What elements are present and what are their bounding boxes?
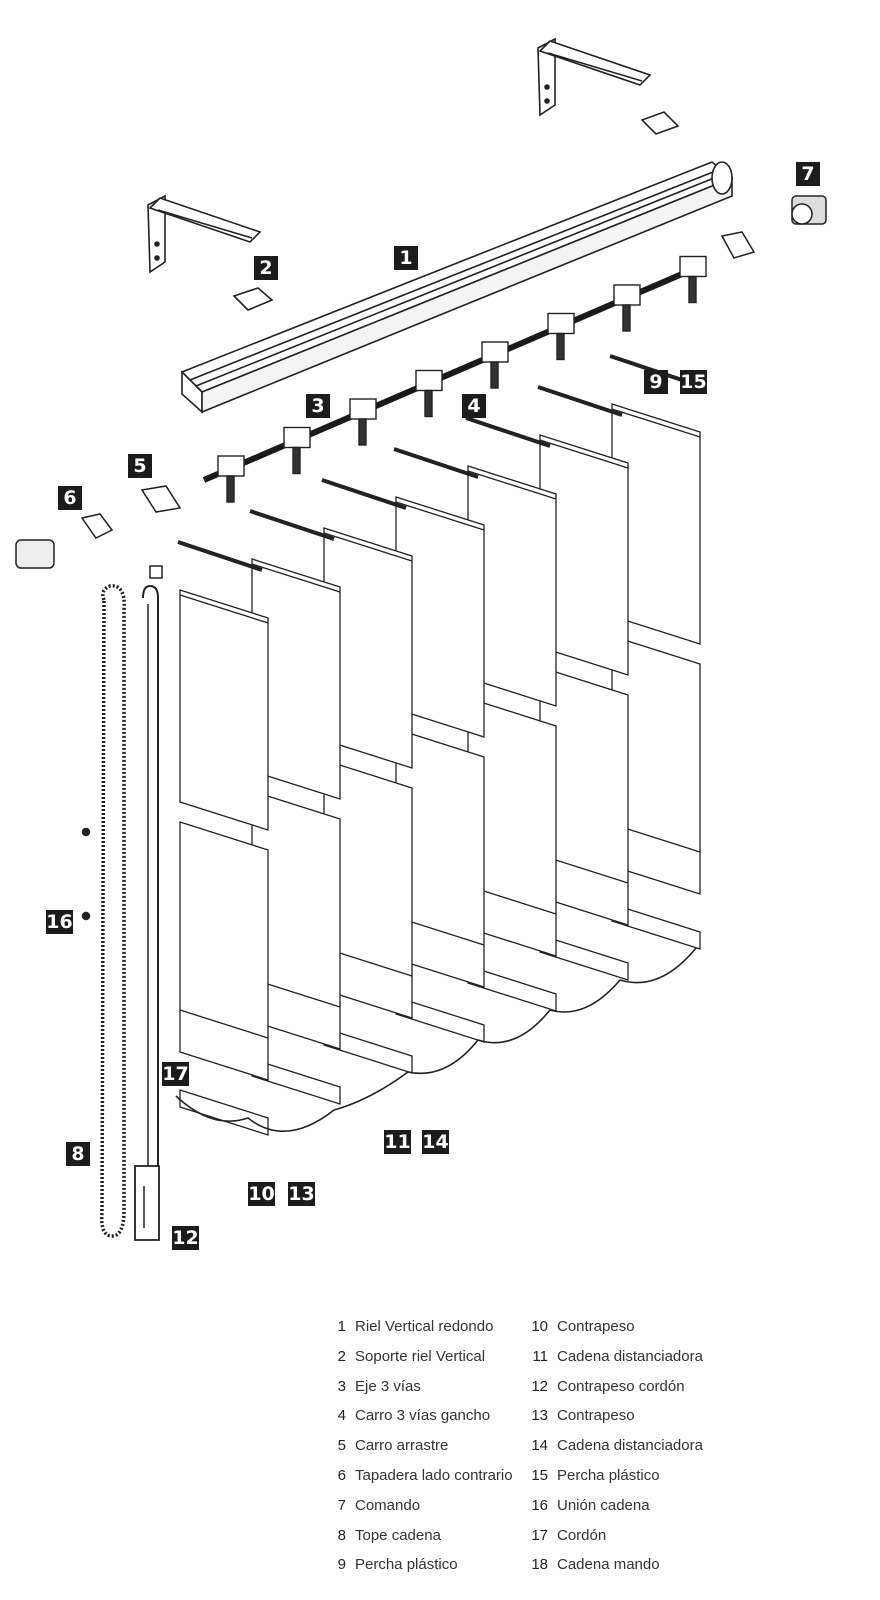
- legend-number: 13: [531, 1407, 548, 1425]
- legend-item: 17 Cordón: [524, 1521, 703, 1551]
- carrier: [415, 369, 443, 418]
- rail: [180, 161, 734, 414]
- legend-number: 5: [337, 1437, 346, 1455]
- legend-label: Carro arrastre: [355, 1437, 449, 1455]
- callout-14: 14: [422, 1130, 449, 1154]
- legend-item: 7 Comando: [322, 1491, 513, 1521]
- legend-label: Comando: [355, 1496, 421, 1514]
- legend-label: Tapadera lado contrario: [355, 1466, 513, 1484]
- legend-number: 6: [337, 1466, 346, 1484]
- legend-label: Tope cadena: [355, 1526, 441, 1544]
- callout-4: 4: [462, 394, 486, 418]
- legend-item: 9 Percha plástico: [322, 1550, 513, 1580]
- legend-label: Cordón: [557, 1526, 607, 1544]
- legend-number: 10: [531, 1318, 548, 1335]
- legend-label: Eje 3 vías: [355, 1377, 421, 1395]
- legend-item: 15 Percha plástico: [524, 1461, 703, 1491]
- legend-number: 11: [532, 1347, 548, 1365]
- callout-1: 1: [394, 246, 418, 270]
- bracket-left: [147, 194, 274, 311]
- callout-5: 5: [128, 454, 152, 478]
- callout-3: 3: [306, 394, 330, 418]
- legend-number: 4: [337, 1407, 346, 1425]
- slat: [537, 385, 629, 981]
- callout-17: 17: [162, 1062, 189, 1086]
- spacer-chain: [175, 947, 697, 1133]
- slat: [465, 416, 557, 1012]
- legend-number: 3: [337, 1377, 346, 1395]
- legend-number: 1: [337, 1318, 346, 1335]
- legend-item: 1 Riel Vertical redondo: [322, 1312, 513, 1342]
- legend-item: 10 Contrapeso: [524, 1312, 703, 1342]
- callout-6: 6: [58, 486, 82, 510]
- callout-15: 15: [680, 370, 707, 394]
- legend-item: 14 Cadena distanciadora: [524, 1431, 703, 1461]
- legend-number: 7: [337, 1496, 346, 1514]
- legend-item: 18 Cadena mando: [524, 1550, 703, 1580]
- carrier: [349, 398, 377, 446]
- legend-label: Contrapeso: [557, 1318, 635, 1335]
- legend-column-left: 1 Riel Vertical redondo 2 Soporte riel Vert…: [322, 1312, 513, 1580]
- legend-label: Unión cadena: [557, 1496, 650, 1514]
- parts-legend: 1 Riel Vertical redondo 2 Soporte riel Vert…: [0, 1312, 880, 1592]
- legend-label: Contrapeso cordón: [557, 1377, 685, 1395]
- carrier: [613, 284, 641, 332]
- legend-item: 13 Contrapeso: [524, 1401, 703, 1431]
- carrier: [217, 455, 245, 503]
- chain-and-cord: [99, 584, 160, 1241]
- exploded-diagram: [15, 37, 827, 1241]
- legend-number: 16: [531, 1496, 548, 1514]
- legend-number: 12: [531, 1377, 548, 1395]
- legend-item: 5 Carro arrastre: [322, 1431, 513, 1461]
- legend-number: 14: [531, 1437, 548, 1455]
- callout-8: 8: [66, 1142, 90, 1166]
- callout-2: 2: [254, 256, 278, 280]
- legend-label: Percha plástico: [557, 1466, 660, 1484]
- callout-16: 16: [46, 910, 73, 934]
- legend-item: 11 Cadena distanciadora: [524, 1342, 703, 1372]
- callout-7: 7: [796, 162, 820, 186]
- legend-label: Carro 3 vías gancho: [355, 1407, 491, 1425]
- legend-item: 16 Unión cadena: [524, 1491, 703, 1521]
- legend-number: 9: [337, 1556, 346, 1574]
- slats: [177, 354, 701, 1136]
- bracket-right: [537, 37, 680, 135]
- callout-11: 11: [384, 1130, 411, 1154]
- legend-number: 8: [337, 1526, 346, 1544]
- carrier: [547, 312, 575, 361]
- legend-item: 2 Soporte riel Vertical: [322, 1342, 513, 1372]
- slat: [393, 447, 485, 1043]
- legend-label: Cadena mando: [557, 1556, 660, 1574]
- callout-13: 13: [288, 1182, 315, 1206]
- legend-number: 17: [531, 1526, 548, 1544]
- legend-item: 12 Contrapeso cordón: [524, 1372, 703, 1402]
- small-parts: [15, 195, 827, 921]
- legend-number: 2: [337, 1347, 346, 1365]
- legend-label: Percha plástico: [355, 1556, 458, 1574]
- legend-number: 18: [531, 1556, 548, 1574]
- slat: [249, 509, 341, 1105]
- legend-label: Cadena distanciadora: [557, 1347, 703, 1365]
- callout-12: 12: [172, 1226, 199, 1250]
- callout-9: 9: [644, 370, 668, 394]
- carrier: [283, 426, 311, 475]
- callout-10: 10: [248, 1182, 275, 1206]
- carrier: [679, 255, 707, 304]
- legend-item: 4 Carro 3 vías gancho: [322, 1401, 513, 1431]
- legend-item: 3 Eje 3 vías: [322, 1372, 513, 1402]
- legend-item: 8 Tope cadena: [322, 1521, 513, 1551]
- legend-item: 6 Tapadera lado contrario: [322, 1461, 513, 1491]
- carrier: [481, 341, 509, 389]
- legend-label: Contrapeso: [557, 1407, 635, 1425]
- carriers: [217, 255, 707, 503]
- slat: [177, 540, 269, 1136]
- legend-label: Cadena distanciadora: [557, 1437, 703, 1455]
- legend-label: Soporte riel Vertical: [355, 1347, 486, 1365]
- legend-number: 15: [531, 1466, 548, 1484]
- legend-label: Riel Vertical redondo: [355, 1318, 494, 1335]
